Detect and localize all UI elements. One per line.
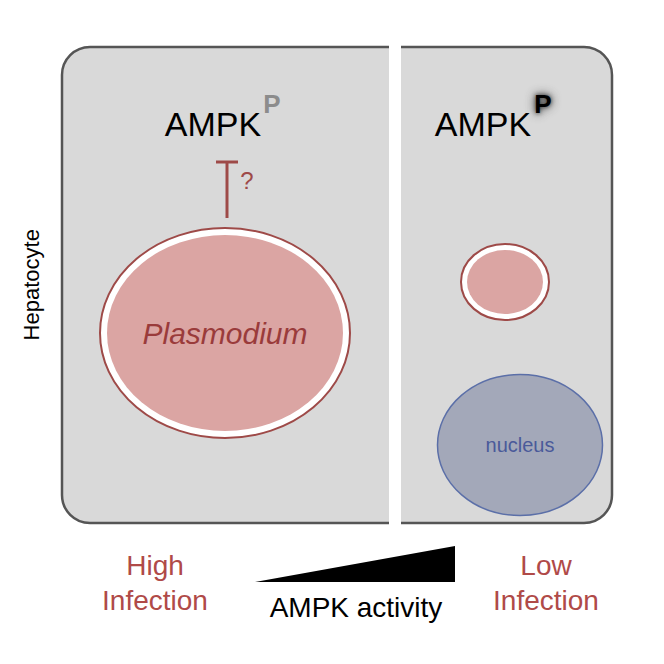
hepatocyte-cell: AMPKPnucleus [400,47,612,523]
infection-label: High Infection [80,548,230,618]
cell-type-label: Hepatocyte [18,229,46,340]
phospho-mark: P [263,90,280,119]
right-cell-outline [401,47,612,523]
parasite-ellipse: Plasmodium [98,226,352,440]
hepatocyte-cell: AMPKP? Plasmodium [62,47,390,523]
small-parasite-outline [461,244,549,320]
parasite-body [107,235,343,431]
nucleus-body [438,375,603,516]
activity-wedge [255,546,455,582]
inhibition-bar [216,161,238,164]
left-cell-fill [62,47,389,523]
infection-label: Low Infection [471,548,621,618]
right-cell-fill [401,47,612,523]
phospho-mark: P [534,90,551,119]
small-parasite [467,250,543,314]
parasite-label: Plasmodium [142,317,307,350]
inhibition-line [226,163,229,218]
protein-label: AMPK [435,106,531,143]
nucleus-label: nucleus [486,434,555,456]
nucleus-ellipse: nucleus [436,373,604,517]
axis-label: AMPK activity [270,590,443,625]
protein-label: AMPK [165,106,261,143]
left-cell-outline [62,47,389,523]
question-mark: ? [240,168,253,194]
parasite-outline [100,228,350,438]
